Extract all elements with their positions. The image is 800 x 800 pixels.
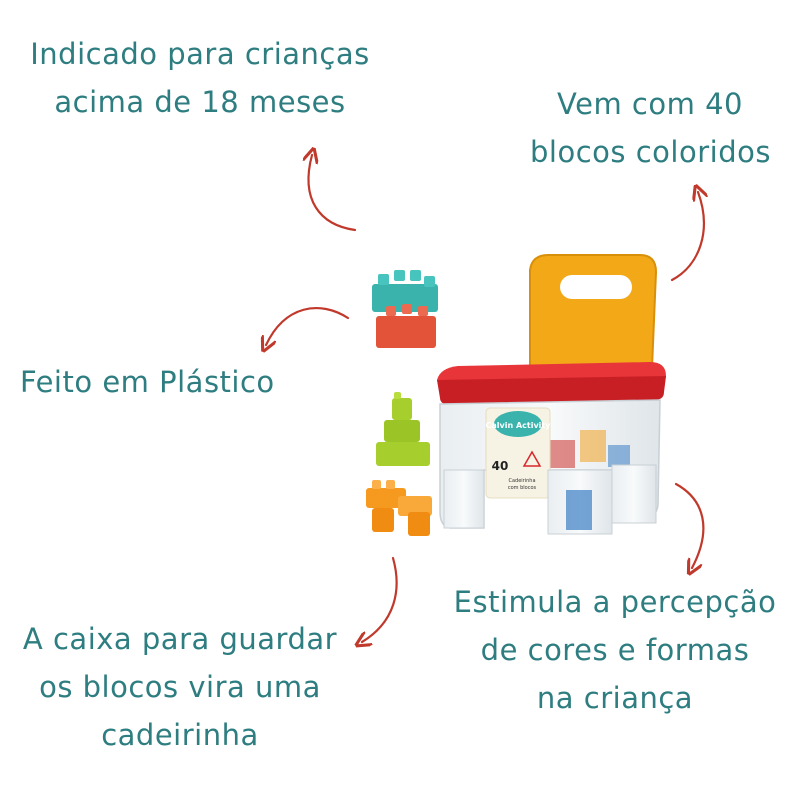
block-teal [372,270,438,312]
chair-leg-right [611,464,657,524]
box-label: Calvin Activity 40 Cadeirinha com blocos [485,407,552,499]
caption-age-recommendation: Indicado para crianças acima de 18 meses [20,30,380,126]
caption-line: Vem com 40 [557,87,743,121]
chair-backrest [529,254,658,369]
block-orange-red [376,304,436,348]
arrow-box [362,556,398,642]
arrow-perception [674,482,705,568]
caption-line: Feito em Plástico [20,365,275,399]
caption-line: Estimula a percepção [453,585,777,619]
chair-leg-left [443,469,485,529]
arrow-plastic [266,306,350,345]
caption-line: os blocos vira uma [39,670,321,704]
backrest-handle-hole [560,275,632,299]
caption-line: A caixa para guardar [22,622,338,656]
caption-line: de cores e formas [480,633,750,667]
arrow-blocks [670,192,704,282]
caption-line: blocos coloridos [530,135,771,169]
caption-box-becomes-chair: A caixa para guardar os blocos vira uma … [10,615,350,759]
caption-block-count: Vem com 40 blocos coloridos [530,80,770,176]
chair-lid [437,362,666,405]
arrow-age [309,155,357,232]
block-orange [366,480,432,536]
count-label: 40 [492,459,509,473]
caption-line: cadeirinha [101,718,259,752]
box-label-line: com blocos [508,485,537,491]
caption-line: na criança [536,681,694,715]
caption-perception: Estimula a percepção de cores e formas n… [440,578,790,722]
chair-box-body: Calvin Activity 40 Cadeirinha com blocos [439,399,661,535]
caption-line: Indicado para crianças [30,37,370,71]
box-label-line: Cadeirinha [508,478,535,484]
warning-triangle-icon [522,450,542,467]
caption-line: acima de 18 meses [54,85,346,119]
arrows [266,155,704,642]
block-lime [376,392,430,466]
brand-label: Calvin Activity [486,421,552,430]
caption-material: Feito em Plástico [20,358,290,406]
